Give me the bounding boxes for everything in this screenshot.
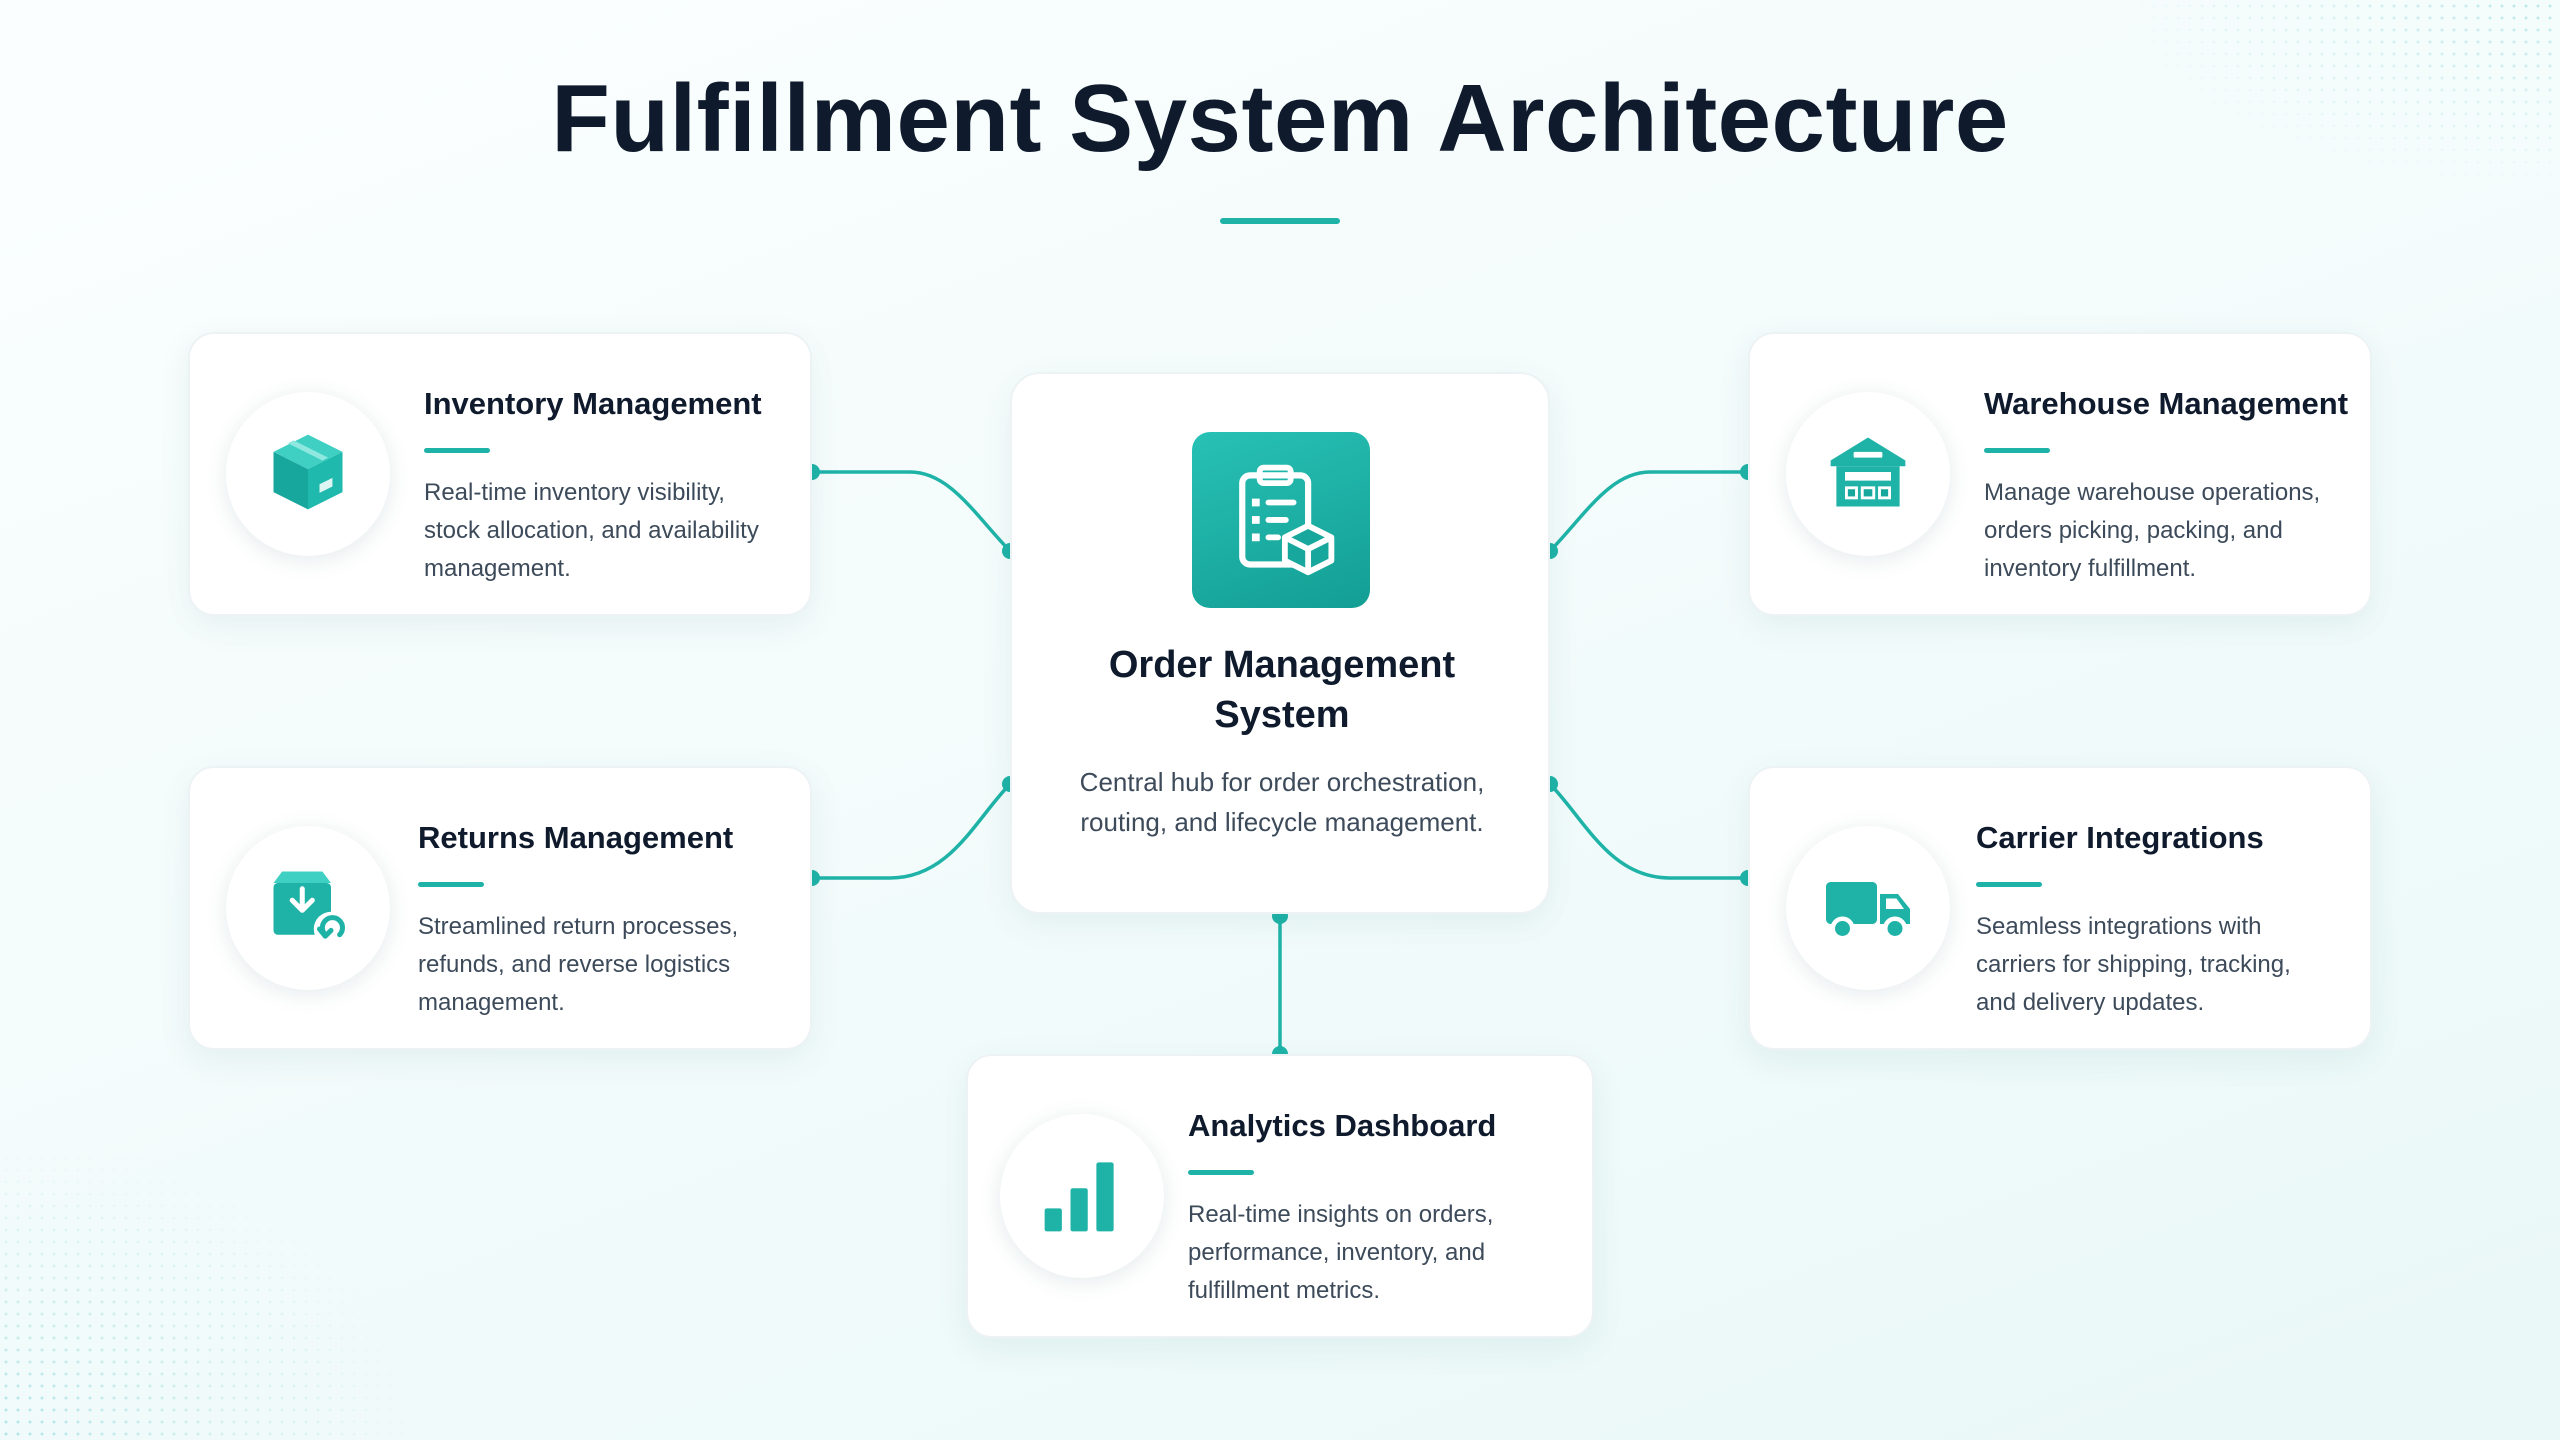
connector-warehouse [1548,470,1750,553]
box-icon [262,426,354,523]
truck-icon [1820,858,1916,959]
order-management-system-card[interactable]: Order Management System Central hub for … [1010,372,1550,914]
inventory-description: Real-time inventory visibility, stock al… [424,479,759,582]
center-title: Order Management System [1108,644,1456,736]
returns-title: Returns Management [418,820,734,855]
inventory-title: Inventory Management [424,386,762,421]
warehouse-title-rule [1984,448,2050,453]
inventory-title-rule [424,448,490,453]
title-underline [1220,218,1340,224]
warehouse-description: Manage warehouse operations, orders pick… [1984,479,2321,582]
returns-management-card[interactable]: Returns Management Streamlined return pr… [188,766,812,1050]
bar-chart-icon [1036,1148,1128,1245]
decorative-dots-bottom-left [0,1140,420,1440]
analytics-title: Analytics Dashboard [1188,1108,1497,1143]
analytics-title-rule [1188,1170,1254,1175]
carrier-title-rule [1976,882,2042,887]
connector-carrier [1548,782,1750,880]
carrier-title: Carrier Integrations [1976,820,2264,855]
carrier-integrations-card[interactable]: Carrier Integrations Seamless integratio… [1748,766,2372,1050]
center-icon-tile [1192,432,1370,608]
inventory-management-card[interactable]: Inventory Management Real-time inventory… [188,332,812,616]
warehouse-icon [1822,426,1914,523]
connector-inventory [810,470,1012,553]
returns-title-rule [418,882,484,887]
connector-returns [810,782,1012,880]
analytics-dashboard-card[interactable]: Analytics Dashboard Real-time insights o… [966,1054,1594,1338]
analytics-icon-badge [1000,1114,1164,1278]
warehouse-management-card[interactable]: Warehouse Management Manage warehouse op… [1748,332,2372,616]
warehouse-icon-badge [1786,392,1950,556]
center-description: Central hub for order orchestration, rou… [1079,767,1485,837]
return-box-icon [262,860,354,957]
returns-icon-badge [226,826,390,990]
page-title: Fulfillment System Architecture [551,65,2009,172]
carrier-icon-badge [1786,826,1950,990]
clipboard-box-icon [1219,456,1343,585]
analytics-description: Real-time insights on orders, performanc… [1188,1201,1494,1304]
inventory-icon-badge [226,392,390,556]
carrier-description: Seamless integrations with carriers for … [1976,913,2291,1016]
warehouse-title: Warehouse Management [1984,386,2349,421]
returns-description: Streamlined return processes, refunds, a… [418,913,739,1016]
